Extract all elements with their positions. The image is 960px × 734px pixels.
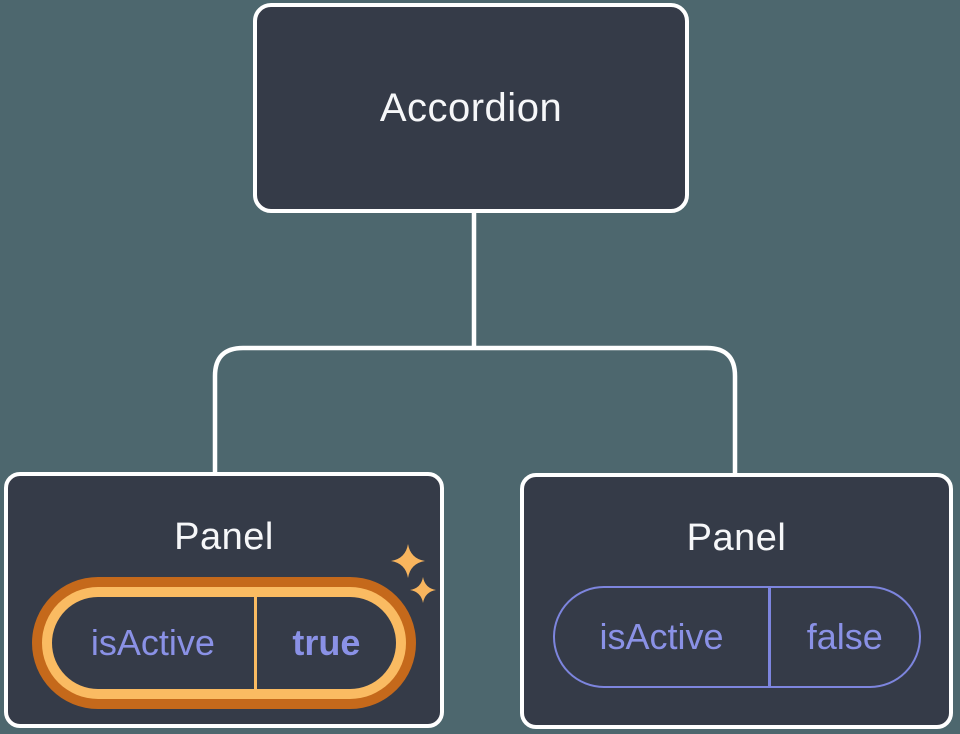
sparkles-icon xyxy=(391,544,436,603)
accordion-node-label: Accordion xyxy=(379,85,563,130)
panel-left-title: Panel xyxy=(174,516,274,558)
state-prop-name: isActive xyxy=(599,616,724,657)
pill-divider xyxy=(253,597,257,689)
state-pill-highlighted: isActive true xyxy=(32,577,416,709)
state-prop-value: false xyxy=(806,616,883,657)
pill-divider xyxy=(768,588,771,686)
panel-node-right: Panel isActive false xyxy=(520,473,953,729)
state-pill-plain: isActive false xyxy=(552,586,921,688)
panel-right-title: Panel xyxy=(686,517,787,559)
panel-node-left: Panel isActive true xyxy=(4,472,444,728)
accordion-node: Accordion xyxy=(253,3,689,213)
state-prop-value: true xyxy=(292,622,361,663)
state-prop-name: isActive xyxy=(90,622,215,663)
